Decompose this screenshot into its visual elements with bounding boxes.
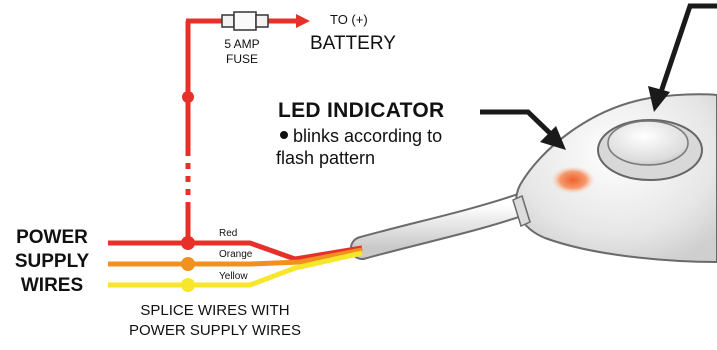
fuse-label-line: FUSE (225, 52, 258, 66)
wire-arrow-icon (296, 14, 310, 28)
led-description: blinks according to flash pattern (276, 125, 443, 169)
led-indicator-housing (515, 93, 717, 264)
fuse-label-line: 5 AMP (224, 37, 260, 51)
led-glow (551, 166, 595, 194)
battery-label: TO (+) (330, 12, 368, 27)
splice-instruction-line: SPLICE WIRES WITH (140, 302, 290, 319)
splice-instruction: SPLICE WIRES WITH POWER SUPPLY WIRES (80, 301, 350, 341)
pointer-arrow-icon (480, 109, 557, 140)
bullet-icon (280, 131, 288, 139)
wire-label-yellow: Yellow (219, 271, 248, 282)
wire-label-orange: Orange (219, 249, 253, 260)
battery-label: BATTERY (310, 33, 396, 54)
pointer-arrow-icon (657, 3, 717, 96)
device-button (607, 120, 689, 166)
splice-instruction-line: POWER SUPPLY WIRES (129, 322, 301, 339)
orange-wire (108, 247, 363, 267)
led-description-line: blinks according to (293, 126, 443, 146)
power-label-line: WIRES (20, 275, 84, 296)
red-wire (108, 240, 363, 262)
power-supply-label: POWER SUPPLY WIRES (2, 226, 102, 298)
fuse-icon (221, 11, 269, 31)
fuse-label: 5 AMP FUSE (212, 37, 272, 67)
led-indicator-title: LED INDICATOR (278, 99, 445, 122)
power-label-line: POWER (16, 227, 88, 248)
wire-label-red: Red (219, 228, 238, 239)
led-description-line: flash pattern (276, 148, 376, 168)
yellow-wire (108, 250, 363, 288)
power-label-line: SUPPLY (14, 251, 90, 272)
